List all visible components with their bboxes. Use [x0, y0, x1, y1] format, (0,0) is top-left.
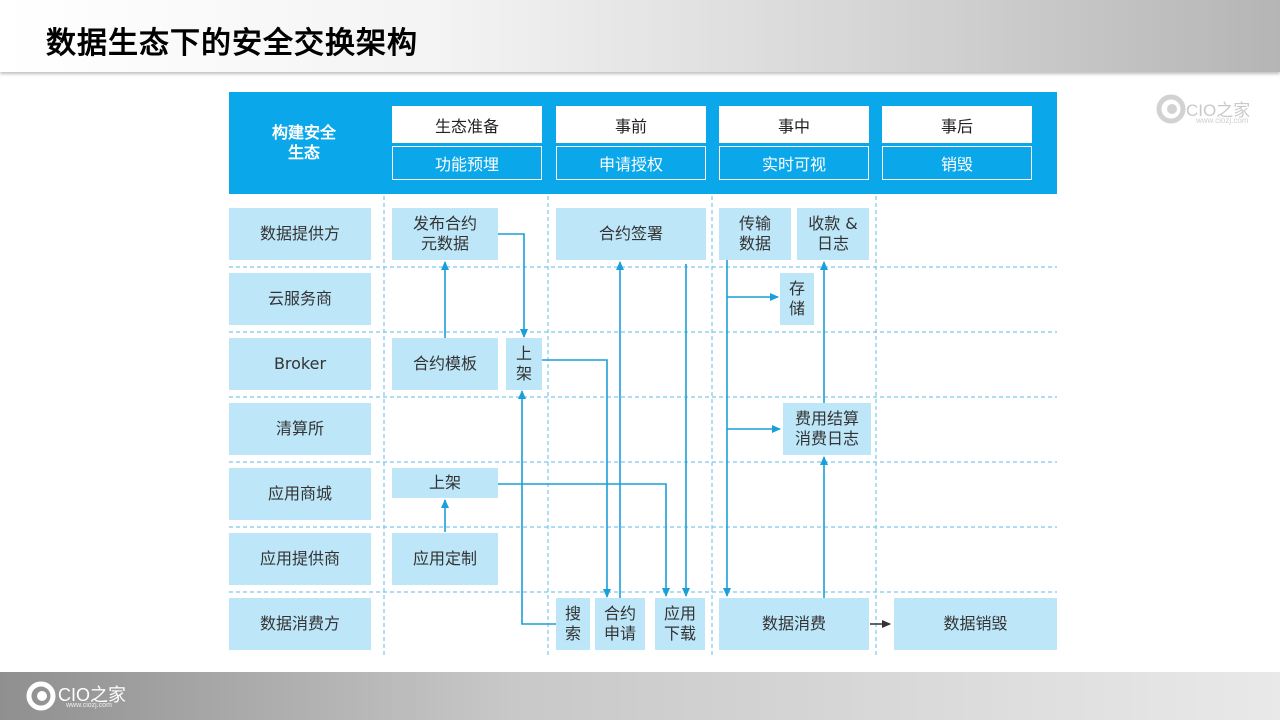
- box-receipt-log: 收款 & 日志: [797, 208, 869, 260]
- box-publish-contract-metadata: 发布合约 元数据: [392, 208, 498, 260]
- role-data-consumer: 数据消费方: [229, 598, 371, 650]
- stage-prep-subtitle: 功能预埋: [392, 146, 542, 180]
- box-contract-signing: 合约签署: [556, 208, 706, 260]
- watermark-logo: CIO之家 www.ciozj.com: [1156, 92, 1266, 128]
- header-label: 构建安全 生态: [271, 123, 336, 162]
- role-data-provider: 数据提供方: [229, 208, 371, 260]
- watermark-brand: CIO之家: [1186, 101, 1251, 120]
- stage-after-title: 事后: [882, 106, 1032, 143]
- ciozj-logo-icon: [1156, 94, 1186, 124]
- box-contract-template: 合约模板: [392, 338, 498, 390]
- stage-prep-title: 生态准备: [392, 106, 542, 143]
- arrow-search-to-listing: [518, 390, 556, 625]
- box-contract-application: 合约 申请: [595, 598, 645, 650]
- role-app-provider: 应用提供商: [229, 533, 371, 585]
- box-transmit-data: 传输 数据: [719, 208, 791, 260]
- role-app-store: 应用商城: [229, 468, 371, 520]
- box-fee-settlement: 费用结算 消费日志: [783, 403, 871, 455]
- box-storage: 存 储: [780, 273, 814, 325]
- page-title: 数据生态下的安全交换架构: [46, 26, 418, 61]
- footer-brand: CIO之家: [58, 685, 127, 705]
- stage-before-subtitle: 申请授权: [556, 146, 706, 180]
- stage-during-title: 事中: [719, 106, 869, 143]
- arrow-listing-to-application: [542, 359, 611, 598]
- box-app-download: 应用 下载: [655, 598, 705, 650]
- title-bar: [0, 0, 1280, 72]
- box-data-destruction: 数据销毁: [894, 598, 1057, 650]
- role-broker: Broker: [229, 338, 371, 390]
- arrow-publish-to-listing: [498, 233, 528, 338]
- footer-url: www.ciozj.com: [66, 702, 112, 709]
- box-search: 搜 索: [556, 598, 590, 650]
- stage-during-subtitle: 实时可视: [719, 146, 869, 180]
- footer-logo: CIO之家 www.ciozj.com: [24, 678, 144, 718]
- role-clearing-house: 清算所: [229, 403, 371, 455]
- stage-before-title: 事前: [556, 106, 706, 143]
- box-data-consumption: 数据消费: [719, 598, 869, 650]
- grid-lines: [229, 196, 1057, 656]
- role-cloud-provider: 云服务商: [229, 273, 371, 325]
- ciozj-logo-icon: [26, 681, 56, 711]
- watermark-url: www.ciozj.com: [1196, 116, 1249, 125]
- box-listing-broker: 上 架: [506, 338, 542, 390]
- box-listing-store: 上架: [392, 468, 498, 498]
- arrow-store-to-download: [498, 483, 670, 597]
- stage-after-subtitle: 销毁: [882, 146, 1032, 180]
- box-app-customization: 应用定制: [392, 533, 498, 585]
- footer-bar: [0, 672, 1280, 720]
